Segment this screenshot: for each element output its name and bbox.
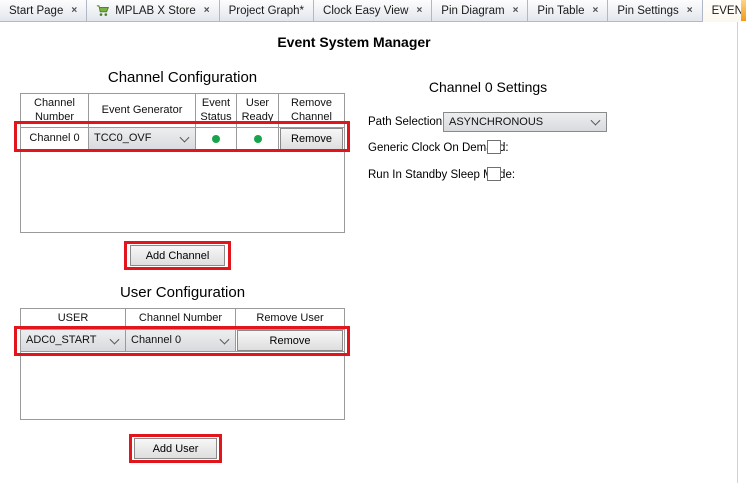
channel-settings-heading: Channel 0 Settings <box>428 79 548 95</box>
remove-channel-cell: Remove <box>279 128 344 151</box>
run-in-standby-label: Run In Standby Sleep Mode: <box>368 169 516 181</box>
tab-pin-diagram[interactable]: Pin Diagram × <box>432 0 529 22</box>
generic-clock-on-demand-checkbox[interactable] <box>487 140 501 154</box>
tab-label: Pin Settings <box>617 4 679 17</box>
tab-label: Start Page <box>9 4 64 17</box>
path-selection-select[interactable]: ASYNCHRONOUS <box>443 112 607 132</box>
tab-event0-easy-view[interactable]: EVENT0 Easy View × <box>702 0 746 22</box>
tab-project-graph[interactable]: Project Graph* <box>219 0 315 22</box>
tab-pin-settings[interactable]: Pin Settings × <box>608 0 703 22</box>
user-value: ADC0_START <box>26 333 97 346</box>
page-title: Event System Manager <box>277 34 431 50</box>
add-user-button[interactable]: Add User <box>134 438 217 459</box>
tab-clock-easy-view[interactable]: Clock Easy View × <box>314 0 433 22</box>
tab-label: Clock Easy View <box>323 4 409 17</box>
tab-overflow-accent <box>741 0 746 21</box>
event-generator-select[interactable]: TCC0_OVF <box>89 128 195 150</box>
channel-number-value: Channel 0 <box>21 128 89 151</box>
event-generator-value: TCC0_OVF <box>94 132 152 145</box>
user-table-row: ADC0_START Channel 0 Remove <box>21 330 344 352</box>
tab-mplab-x-store[interactable]: MPLAB X Store × <box>87 0 220 22</box>
close-icon[interactable]: × <box>416 4 423 16</box>
chevron-down-icon <box>179 132 190 143</box>
chevron-down-icon <box>219 334 230 345</box>
column-header-channel-number: Channel Number <box>21 94 89 128</box>
close-icon[interactable]: × <box>512 4 519 16</box>
add-channel-button[interactable]: Add Channel <box>130 245 225 266</box>
user-table-header-row: USER Channel Number Remove User <box>21 309 344 330</box>
user-configuration-table: USER Channel Number Remove User ADC0_STA… <box>20 308 345 420</box>
run-in-standby-checkbox[interactable] <box>487 167 501 181</box>
close-icon[interactable]: × <box>686 4 693 16</box>
channel-configuration-heading: Channel Configuration <box>107 69 258 86</box>
tab-start-page[interactable]: Start Page × <box>0 0 88 22</box>
column-header-remove-channel: Remove Channel <box>279 94 344 128</box>
tab-label: EVENT0 Easy View <box>711 4 746 17</box>
user-channel-number-value: Channel 0 <box>131 333 182 346</box>
remove-channel-button[interactable]: Remove <box>280 128 343 150</box>
path-selection-value: ASYNCHRONOUS <box>449 116 544 128</box>
tab-pin-table[interactable]: Pin Table × <box>528 0 609 22</box>
shopping-cart-icon <box>96 4 110 17</box>
event-status-cell <box>196 128 237 151</box>
tab-label: Project Graph* <box>228 4 305 17</box>
user-channel-number-select[interactable]: Channel 0 <box>126 330 235 351</box>
user-channel-number-cell: Channel 0 <box>126 330 236 352</box>
tab-label: Pin Table <box>537 4 585 17</box>
remove-user-button[interactable]: Remove <box>237 330 343 351</box>
panel-right-divider <box>737 22 738 483</box>
column-header-channel-number: Channel Number <box>126 309 236 330</box>
chevron-down-icon <box>590 115 601 126</box>
close-icon[interactable]: × <box>592 4 599 16</box>
user-ready-indicator <box>253 135 262 143</box>
event-generator-cell: TCC0_OVF <box>89 128 196 151</box>
path-selection-label: Path Selection: <box>368 116 446 128</box>
column-header-user: USER <box>21 309 126 330</box>
tab-label: MPLAB X Store <box>115 4 196 17</box>
column-header-event-generator: Event Generator <box>89 94 196 128</box>
tab-label: Pin Diagram <box>441 4 505 17</box>
user-cell: ADC0_START <box>21 330 126 352</box>
remove-user-cell: Remove <box>236 330 344 352</box>
channel-table-row: Channel 0 TCC0_OVF Remove <box>21 128 344 151</box>
editor-tab-bar: Start Page × MPLAB X Store × Project Gra… <box>0 0 746 22</box>
user-select[interactable]: ADC0_START <box>21 330 125 351</box>
user-configuration-heading: User Configuration <box>119 284 246 301</box>
generic-clock-on-demand-label: Generic Clock On Demand: <box>368 142 509 154</box>
channel-table-header-row: Channel Number Event Generator Event Sta… <box>21 94 344 128</box>
user-ready-cell <box>237 128 279 151</box>
column-header-event-status: Event Status <box>196 94 237 128</box>
channel-configuration-table: Channel Number Event Generator Event Sta… <box>20 93 345 233</box>
column-header-remove-user: Remove User <box>236 309 344 330</box>
event-status-indicator <box>212 135 220 143</box>
close-icon[interactable]: × <box>71 4 78 16</box>
column-header-user-ready: User Ready <box>237 94 279 128</box>
chevron-down-icon <box>109 334 120 345</box>
close-icon[interactable]: × <box>203 4 210 16</box>
